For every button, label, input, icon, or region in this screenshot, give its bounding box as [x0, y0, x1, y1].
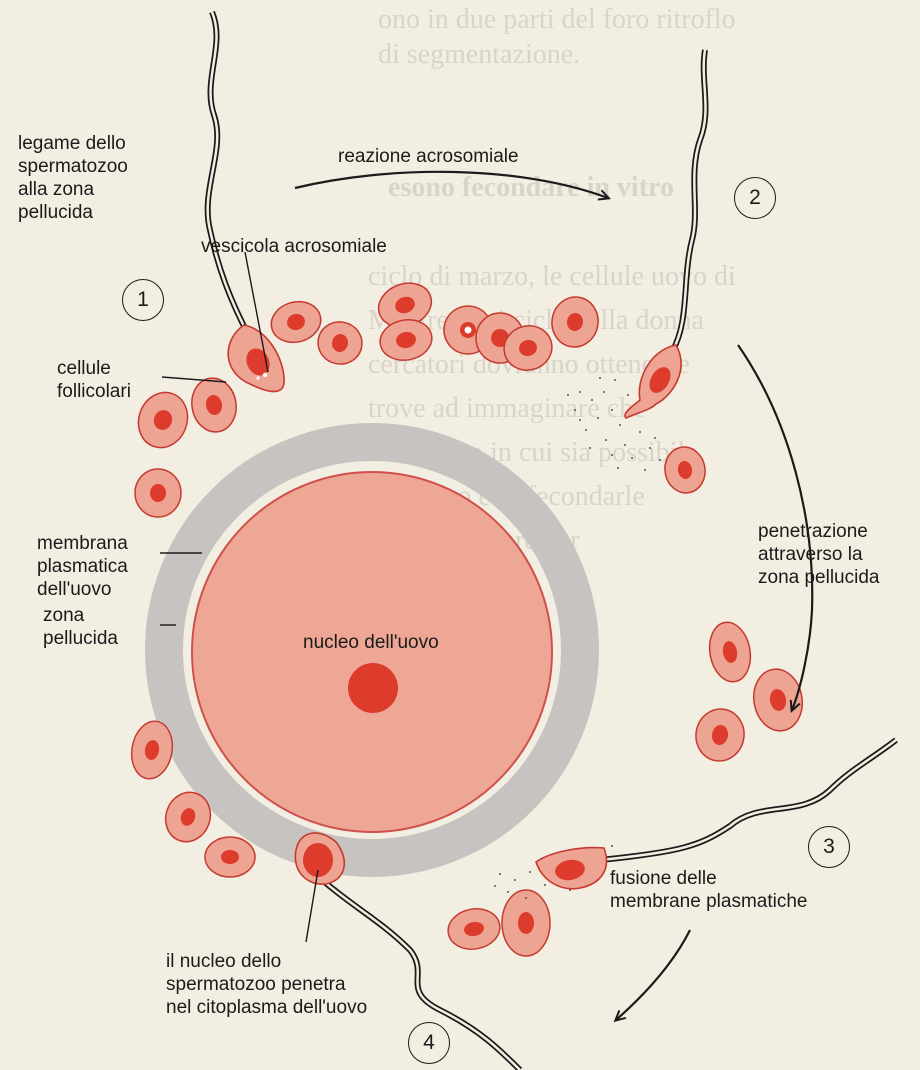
step-4-badge: 4	[408, 1022, 450, 1064]
arrow-fusion	[616, 930, 690, 1020]
follicle-cell	[705, 619, 755, 685]
follicle-cell	[131, 385, 195, 454]
label-sperm-nucleus-entry: il nucleo dello spermatozoo penetra nel …	[166, 950, 367, 1019]
label-fusion: fusione delle membrane plasmatiche	[610, 867, 807, 913]
egg-nucleus	[348, 663, 398, 713]
label-zona-pellucida: zona pellucida	[43, 604, 118, 650]
follicle-cell	[749, 665, 807, 734]
label-follicle-cells: cellule follicolari	[57, 357, 131, 403]
label-binding: legame dello spermatozoo alla zona pellu…	[18, 132, 128, 224]
sperm-binding	[208, 12, 285, 392]
label-egg-membrane: membrana plasmatica dell'uovo	[37, 532, 128, 601]
follicle-cell	[502, 890, 550, 956]
label-penetration: penetrazione attraverso la zona pellucid…	[758, 520, 879, 589]
follicle-cell	[315, 318, 366, 367]
sperm-penetration	[625, 50, 706, 418]
follicle-cell	[445, 905, 503, 953]
label-egg-nucleus: nucleo dell'uovo	[303, 631, 439, 654]
step-1-badge: 1	[122, 279, 164, 321]
label-acrosomal-reaction: reazione acrosomiale	[338, 145, 519, 168]
follicle-cell	[135, 469, 181, 517]
follicle-cell	[267, 296, 326, 348]
follicle-cell	[188, 375, 241, 436]
follicle-cell	[661, 444, 708, 496]
label-acrosomal-vesicle: vescicola acrosomiale	[201, 235, 387, 258]
step-2-badge: 2	[734, 177, 776, 219]
step-3-badge: 3	[808, 826, 850, 868]
follicle-cell	[692, 705, 748, 765]
arrow-acrosomal-reaction	[295, 172, 608, 198]
follicle-cell	[205, 837, 255, 877]
follicle-cell	[548, 293, 602, 350]
